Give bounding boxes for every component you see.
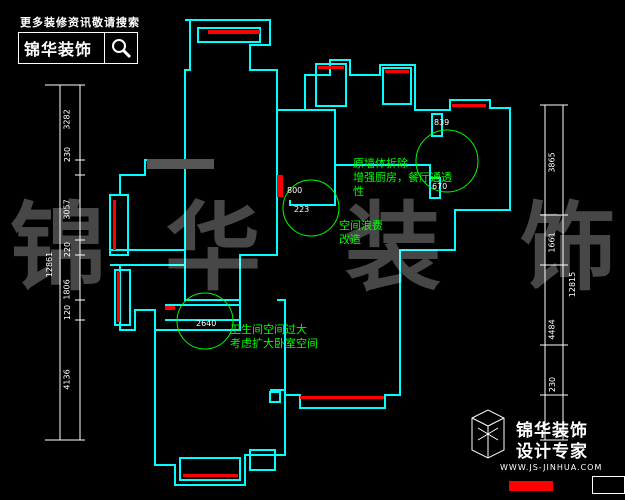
logo-box[interactable]: 锦华装饰 bbox=[18, 32, 138, 64]
dim-left-7: 4136 bbox=[62, 369, 72, 390]
dim-right-2: 1661 bbox=[547, 232, 557, 253]
kitchen-note: 原墙体拆除 增强厨房，餐厅通透 性 bbox=[353, 157, 452, 199]
annotation-circles bbox=[176, 129, 479, 350]
watermark-char-1: 锦 bbox=[10, 191, 106, 304]
brand-cube-icon bbox=[471, 409, 505, 459]
kitchen-note-line-1: 原墙体拆除 bbox=[353, 157, 408, 170]
room-label-2640: 2640 bbox=[196, 319, 217, 328]
dim-left-6: 120 bbox=[63, 304, 73, 321]
wall-outline bbox=[109, 19, 511, 486]
room-label-223: 223 bbox=[294, 205, 310, 214]
space-note: 空间浪费 改造 bbox=[339, 219, 383, 247]
room-label-839: 839 bbox=[434, 118, 450, 127]
watermark-char-3: 装 bbox=[345, 191, 441, 304]
white-box bbox=[592, 476, 625, 494]
brand-url[interactable]: WWW.JS-JINHUA.COM bbox=[500, 463, 603, 472]
bath-note: 卫生间空间过大 考虑扩大卧室空间 bbox=[230, 323, 318, 351]
dim-right-1: 3865 bbox=[547, 152, 557, 173]
search-icon[interactable] bbox=[104, 33, 137, 63]
dim-left-5: 1806 bbox=[62, 279, 72, 300]
brand-line-1: 锦华装饰 bbox=[516, 421, 588, 441]
banner-text: 更多装修资讯敬请搜索 bbox=[20, 16, 140, 29]
dimension-lines bbox=[45, 84, 568, 441]
dim-right-4: 230 bbox=[548, 376, 558, 393]
bath-note-line-1: 卫生间空间过大 bbox=[230, 323, 307, 336]
space-note-line-2: 改造 bbox=[339, 233, 361, 246]
logo-text: 锦华装饰 bbox=[24, 40, 93, 59]
watermark-char-2: 华 bbox=[165, 191, 261, 304]
dim-left-2: 230 bbox=[63, 146, 73, 163]
watermark-char-4: 饰 bbox=[520, 191, 616, 304]
room-label-800: 800 bbox=[287, 186, 303, 195]
red-bar bbox=[509, 481, 553, 491]
window-marks bbox=[113, 30, 486, 477]
brand-block: 锦华装饰 设计专家 bbox=[516, 421, 588, 463]
kitchen-note-line-3: 性 bbox=[353, 185, 364, 198]
bath-note-line-2: 考虑扩大卧室空间 bbox=[230, 337, 318, 350]
room-label-670: 670 bbox=[432, 182, 448, 191]
dim-right-3: 4484 bbox=[547, 319, 557, 340]
dim-left-total: 12861 bbox=[45, 251, 55, 278]
brand-line-2: 设计专家 bbox=[516, 442, 588, 462]
dim-right-total: 12815 bbox=[568, 271, 578, 298]
dim-left-4: 220 bbox=[63, 241, 73, 258]
space-note-line-1: 空间浪费 bbox=[339, 219, 383, 232]
kitchen-note-line-2: 增强厨房，餐厅通透 bbox=[353, 171, 452, 184]
dim-left-3: 3057 bbox=[62, 199, 72, 220]
dim-left-1: 3282 bbox=[62, 109, 72, 130]
